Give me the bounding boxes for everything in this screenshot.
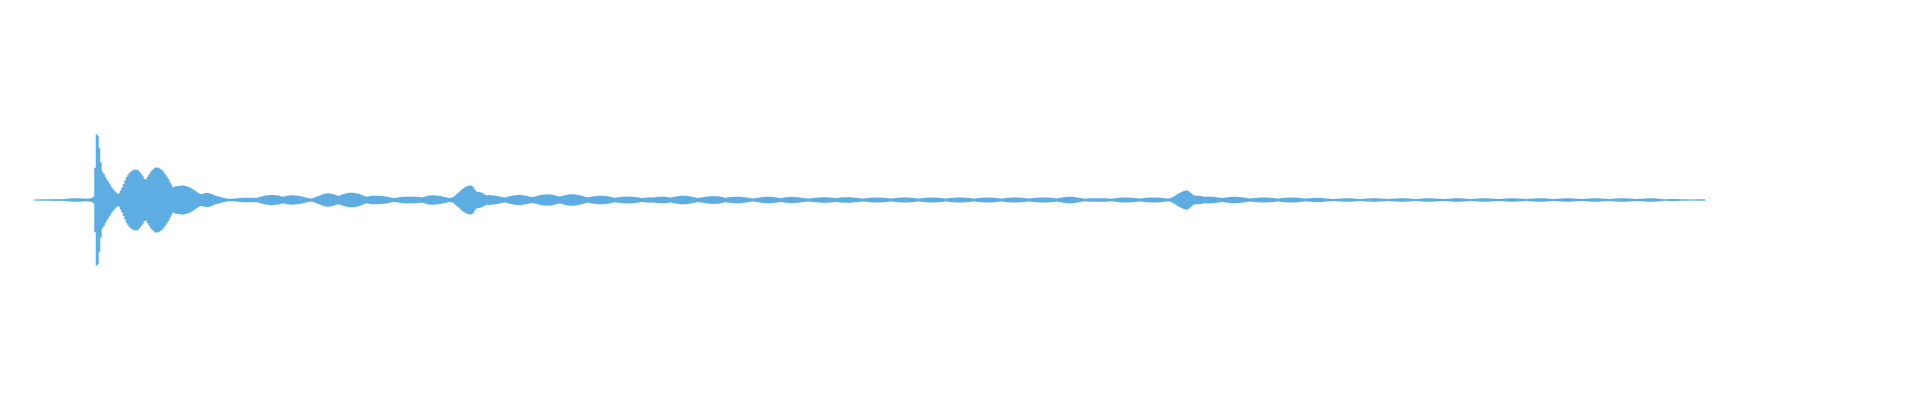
waveform-series (34, 134, 1706, 266)
waveform-path (34, 134, 1706, 266)
